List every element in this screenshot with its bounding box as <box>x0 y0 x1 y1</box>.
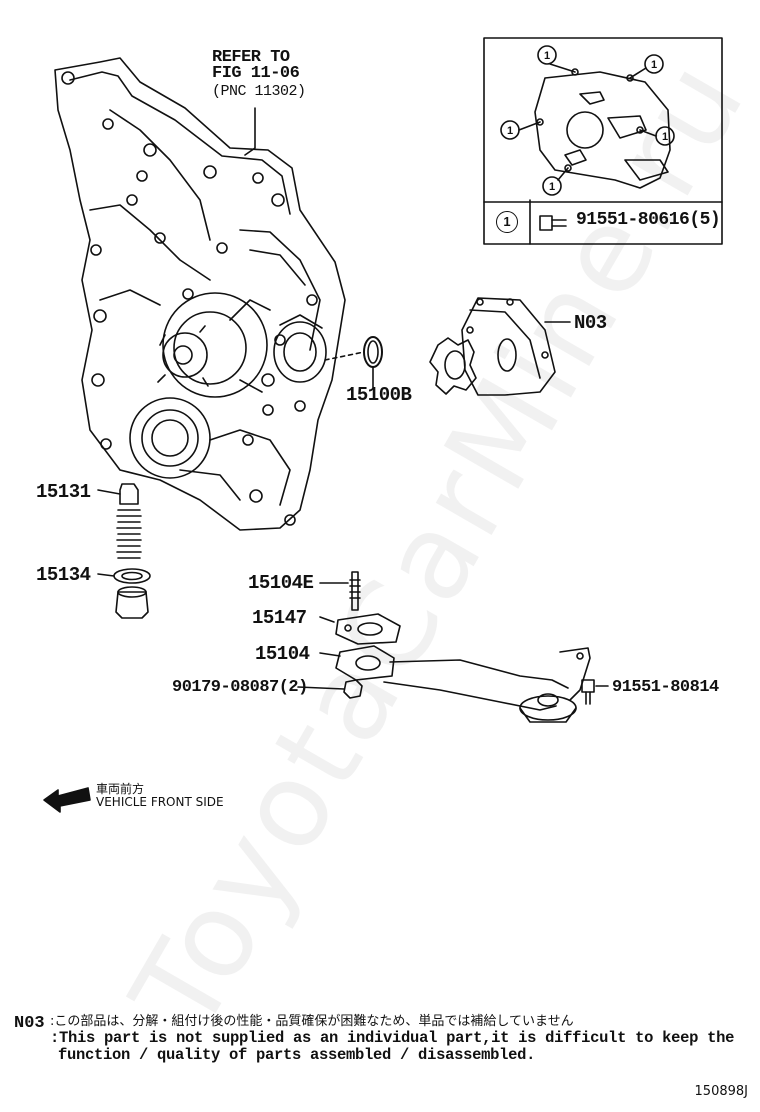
front-arrow <box>43 787 91 813</box>
callout-1b: 1 <box>651 59 657 71</box>
oil-pump <box>429 297 571 396</box>
refer-line1: REFER TO <box>212 48 290 67</box>
note-code: N03 <box>14 1014 45 1033</box>
figure-id: 150898J <box>694 1084 748 1099</box>
refer-block: REFER TO FIG 11-06 (PNC 11302) <box>212 48 306 100</box>
label-15131[interactable]: 15131 <box>36 481 91 503</box>
inset-key-row: 1 91551-80616(5) <box>484 202 722 244</box>
label-n03[interactable]: N03 <box>574 312 607 334</box>
label-15147[interactable]: 15147 <box>252 607 307 629</box>
inset-key-callout: 1 <box>496 211 518 233</box>
refer-line3: (PNC 11302) <box>212 83 306 100</box>
relief-valve <box>97 483 151 619</box>
oil-strainer <box>297 571 609 723</box>
label-90179-08087[interactable]: 90179-08087(2) <box>172 678 308 697</box>
label-15134[interactable]: 15134 <box>36 564 91 586</box>
refer-leader <box>244 107 256 156</box>
label-15104e[interactable]: 15104E <box>248 572 314 594</box>
callout-1d: 1 <box>662 131 668 143</box>
label-91551-80814[interactable]: 91551-80814 <box>612 678 719 697</box>
label-15100b[interactable]: 15100B <box>346 384 412 406</box>
refer-line2: FIG 11-06 <box>212 64 300 83</box>
note-en-line2: function / quality of parts assembled / … <box>58 1046 536 1064</box>
inset-key-part[interactable]: 91551-80616(5) <box>576 210 721 230</box>
callout-1a: 1 <box>544 50 550 62</box>
front-label-jp: 車両前方 <box>96 782 145 796</box>
timing-cover <box>54 57 346 531</box>
callout-1c: 1 <box>507 125 513 137</box>
callout-1e: 1 <box>549 181 555 193</box>
label-15104[interactable]: 15104 <box>255 643 310 665</box>
front-label-en: VEHICLE FRONT SIDE <box>96 795 224 809</box>
note-en-line1: :This part is not supplied as an individ… <box>50 1029 735 1047</box>
inset-box <box>483 37 723 245</box>
note-jp: :この部品は、分解・組付け後の性能・品質確保が困難なため、単品では補給していませ… <box>50 1014 574 1029</box>
